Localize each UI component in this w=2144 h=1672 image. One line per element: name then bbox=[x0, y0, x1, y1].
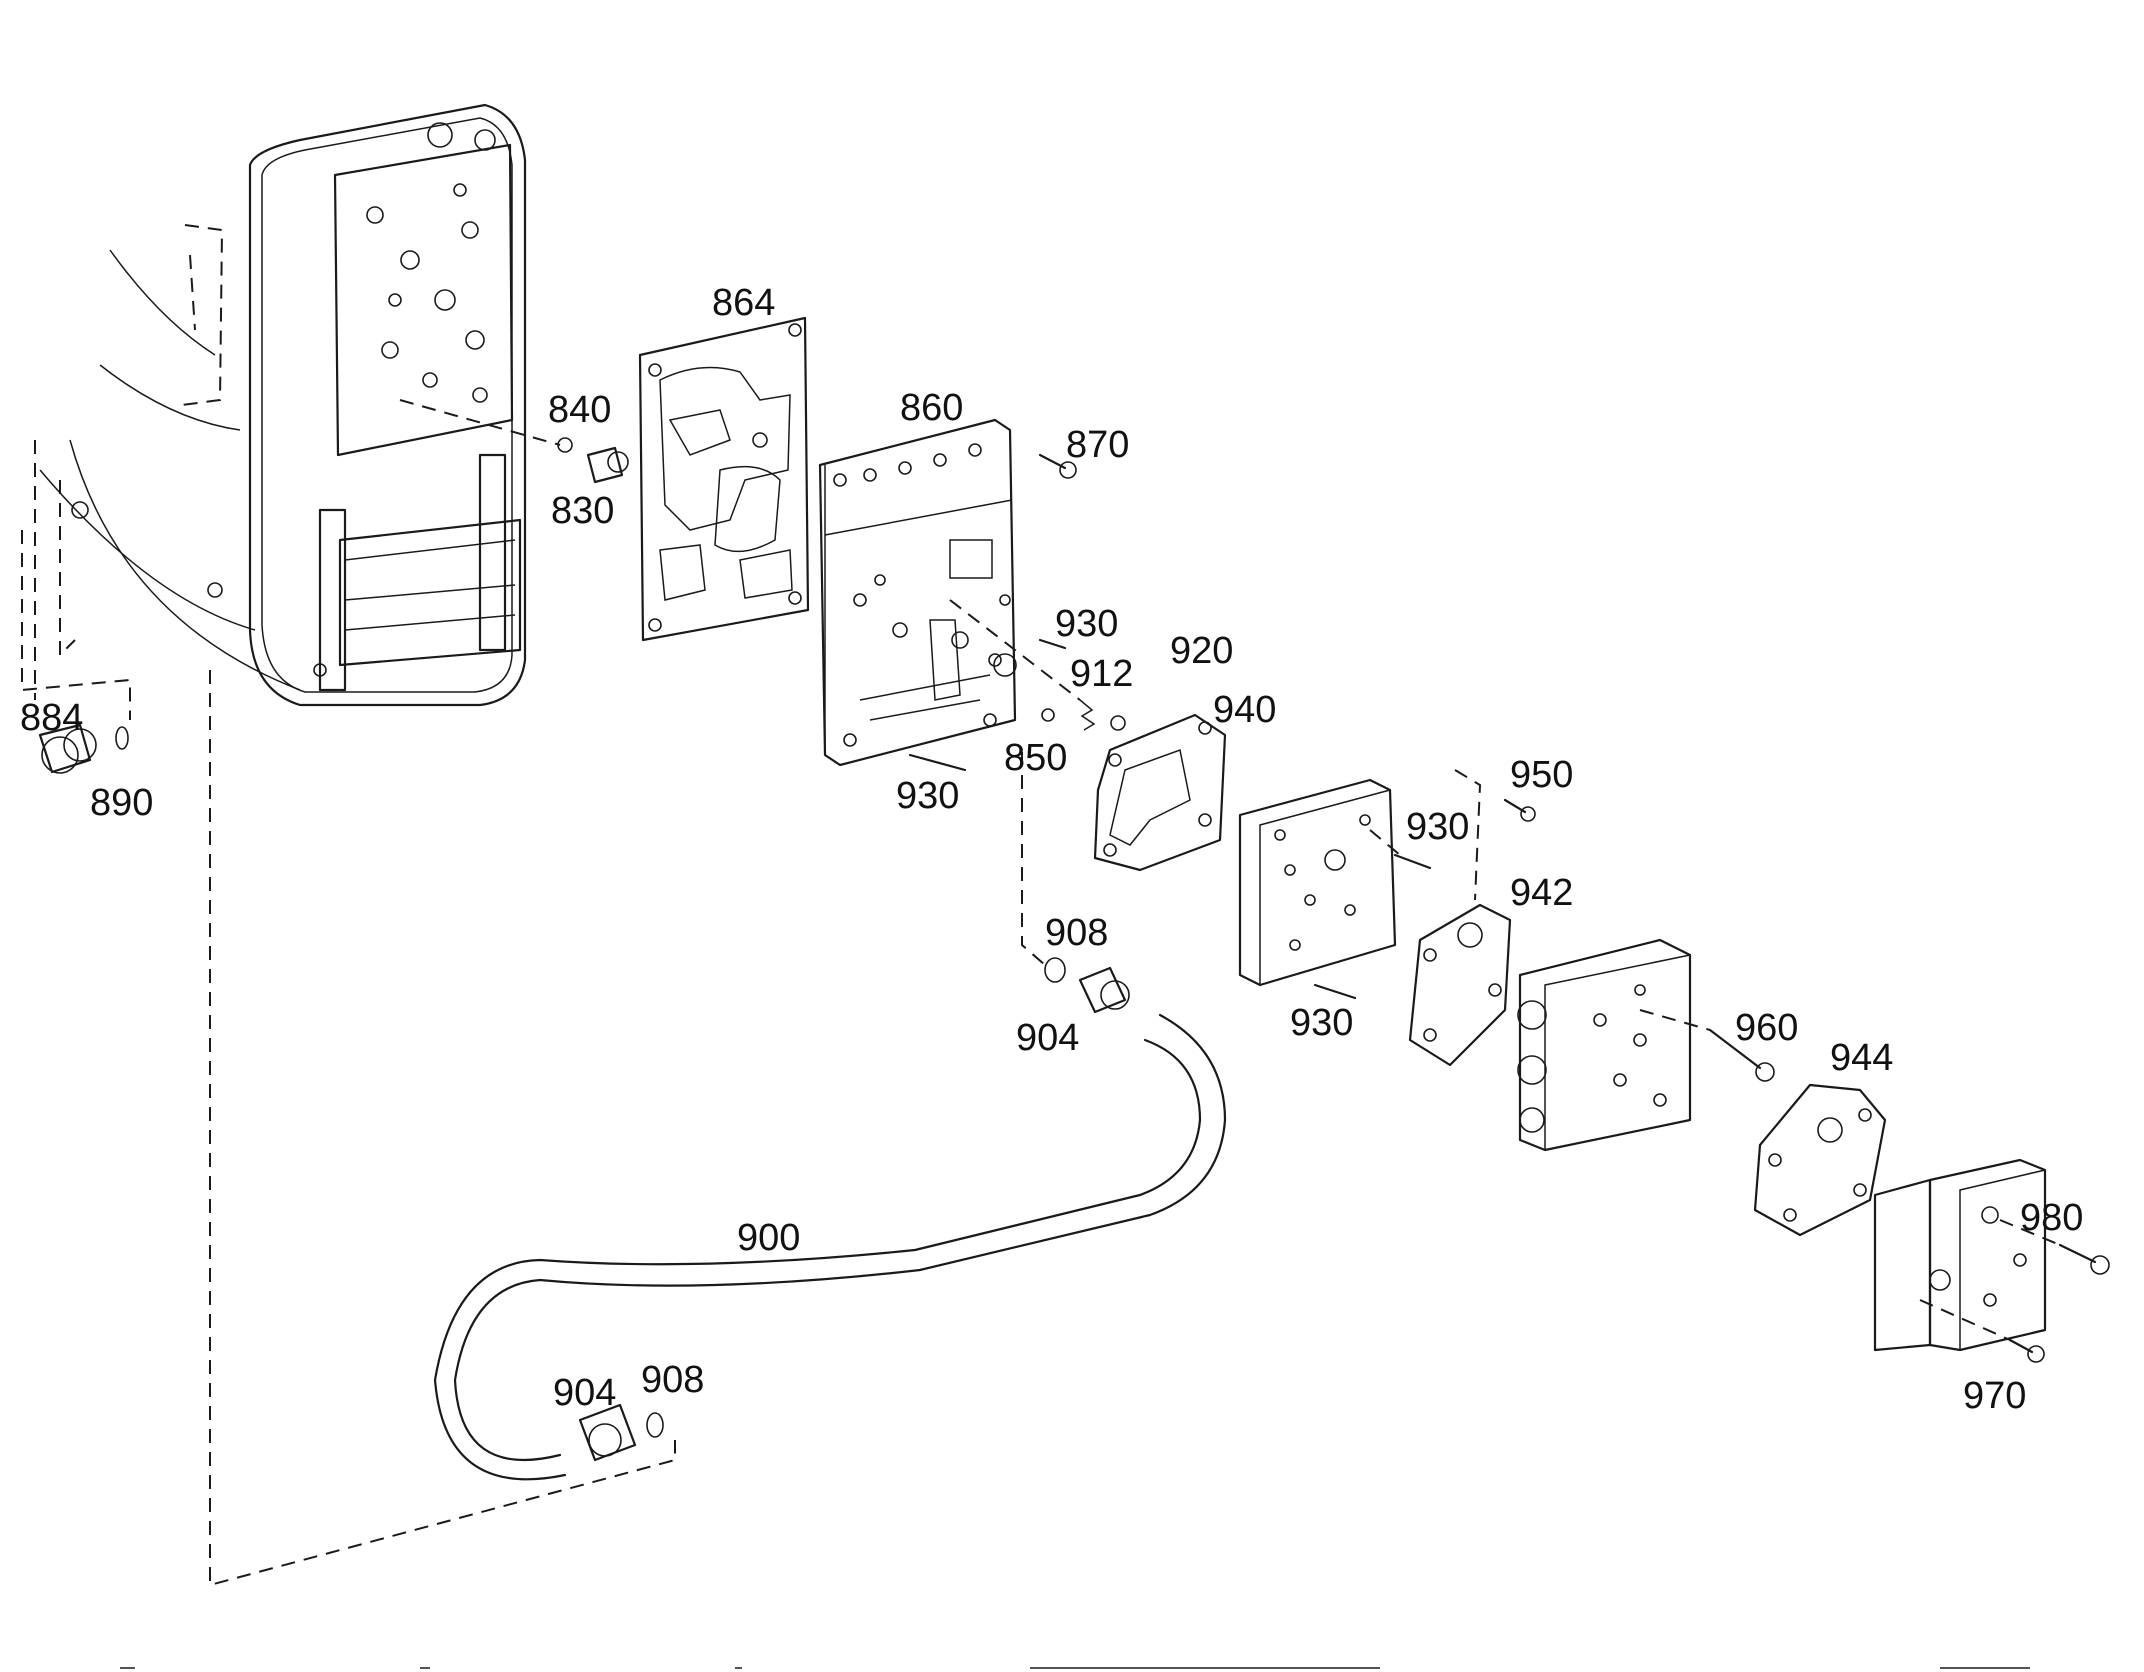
valve-block-b bbox=[1517, 938, 1692, 1152]
label-870: 870 bbox=[1066, 424, 1129, 466]
label-840: 840 bbox=[548, 389, 611, 431]
valve-plate-860 bbox=[818, 418, 1017, 767]
label-900: 900 bbox=[737, 1217, 800, 1259]
label-850: 850 bbox=[1004, 737, 1067, 779]
label-942: 942 bbox=[1510, 872, 1573, 914]
label-908-a: 908 bbox=[1045, 912, 1108, 954]
label-930-d: 930 bbox=[1290, 1002, 1353, 1044]
label-970: 970 bbox=[1963, 1375, 2026, 1417]
label-930-b: 930 bbox=[896, 775, 959, 817]
gasket-942 bbox=[1408, 903, 1512, 1067]
label-864: 864 bbox=[712, 282, 775, 324]
pipe-900 bbox=[433, 1013, 1227, 1481]
label-890: 890 bbox=[90, 782, 153, 824]
valve-block-a bbox=[1238, 778, 1397, 987]
label-980: 980 bbox=[2020, 1197, 2083, 1239]
label-904-b: 904 bbox=[553, 1372, 616, 1414]
gasket-944 bbox=[1753, 1083, 1887, 1237]
label-930-a: 930 bbox=[1055, 603, 1118, 645]
part-labels: 864 860 870 840 830 930 920 912 940 850 … bbox=[20, 282, 2083, 1417]
label-930-c: 930 bbox=[1406, 806, 1469, 848]
label-950: 950 bbox=[1510, 754, 1573, 796]
transmission-housing bbox=[34, 103, 527, 707]
gasket-864 bbox=[638, 316, 810, 642]
label-920: 920 bbox=[1170, 630, 1233, 672]
end-cover bbox=[1873, 1158, 2047, 1352]
label-960: 960 bbox=[1735, 1007, 1798, 1049]
label-860: 860 bbox=[900, 387, 963, 429]
label-908-b: 908 bbox=[641, 1359, 704, 1401]
gasket-940 bbox=[1093, 713, 1227, 872]
label-944: 944 bbox=[1830, 1037, 1893, 1079]
label-912: 912 bbox=[1070, 653, 1133, 695]
label-830: 830 bbox=[551, 490, 614, 532]
label-904-a: 904 bbox=[1016, 1017, 1079, 1059]
label-884: 884 bbox=[20, 697, 83, 739]
assembly-guide-lines bbox=[21, 399, 2061, 1587]
label-940: 940 bbox=[1213, 689, 1276, 731]
fittings-and-bolts bbox=[38, 437, 2110, 1462]
